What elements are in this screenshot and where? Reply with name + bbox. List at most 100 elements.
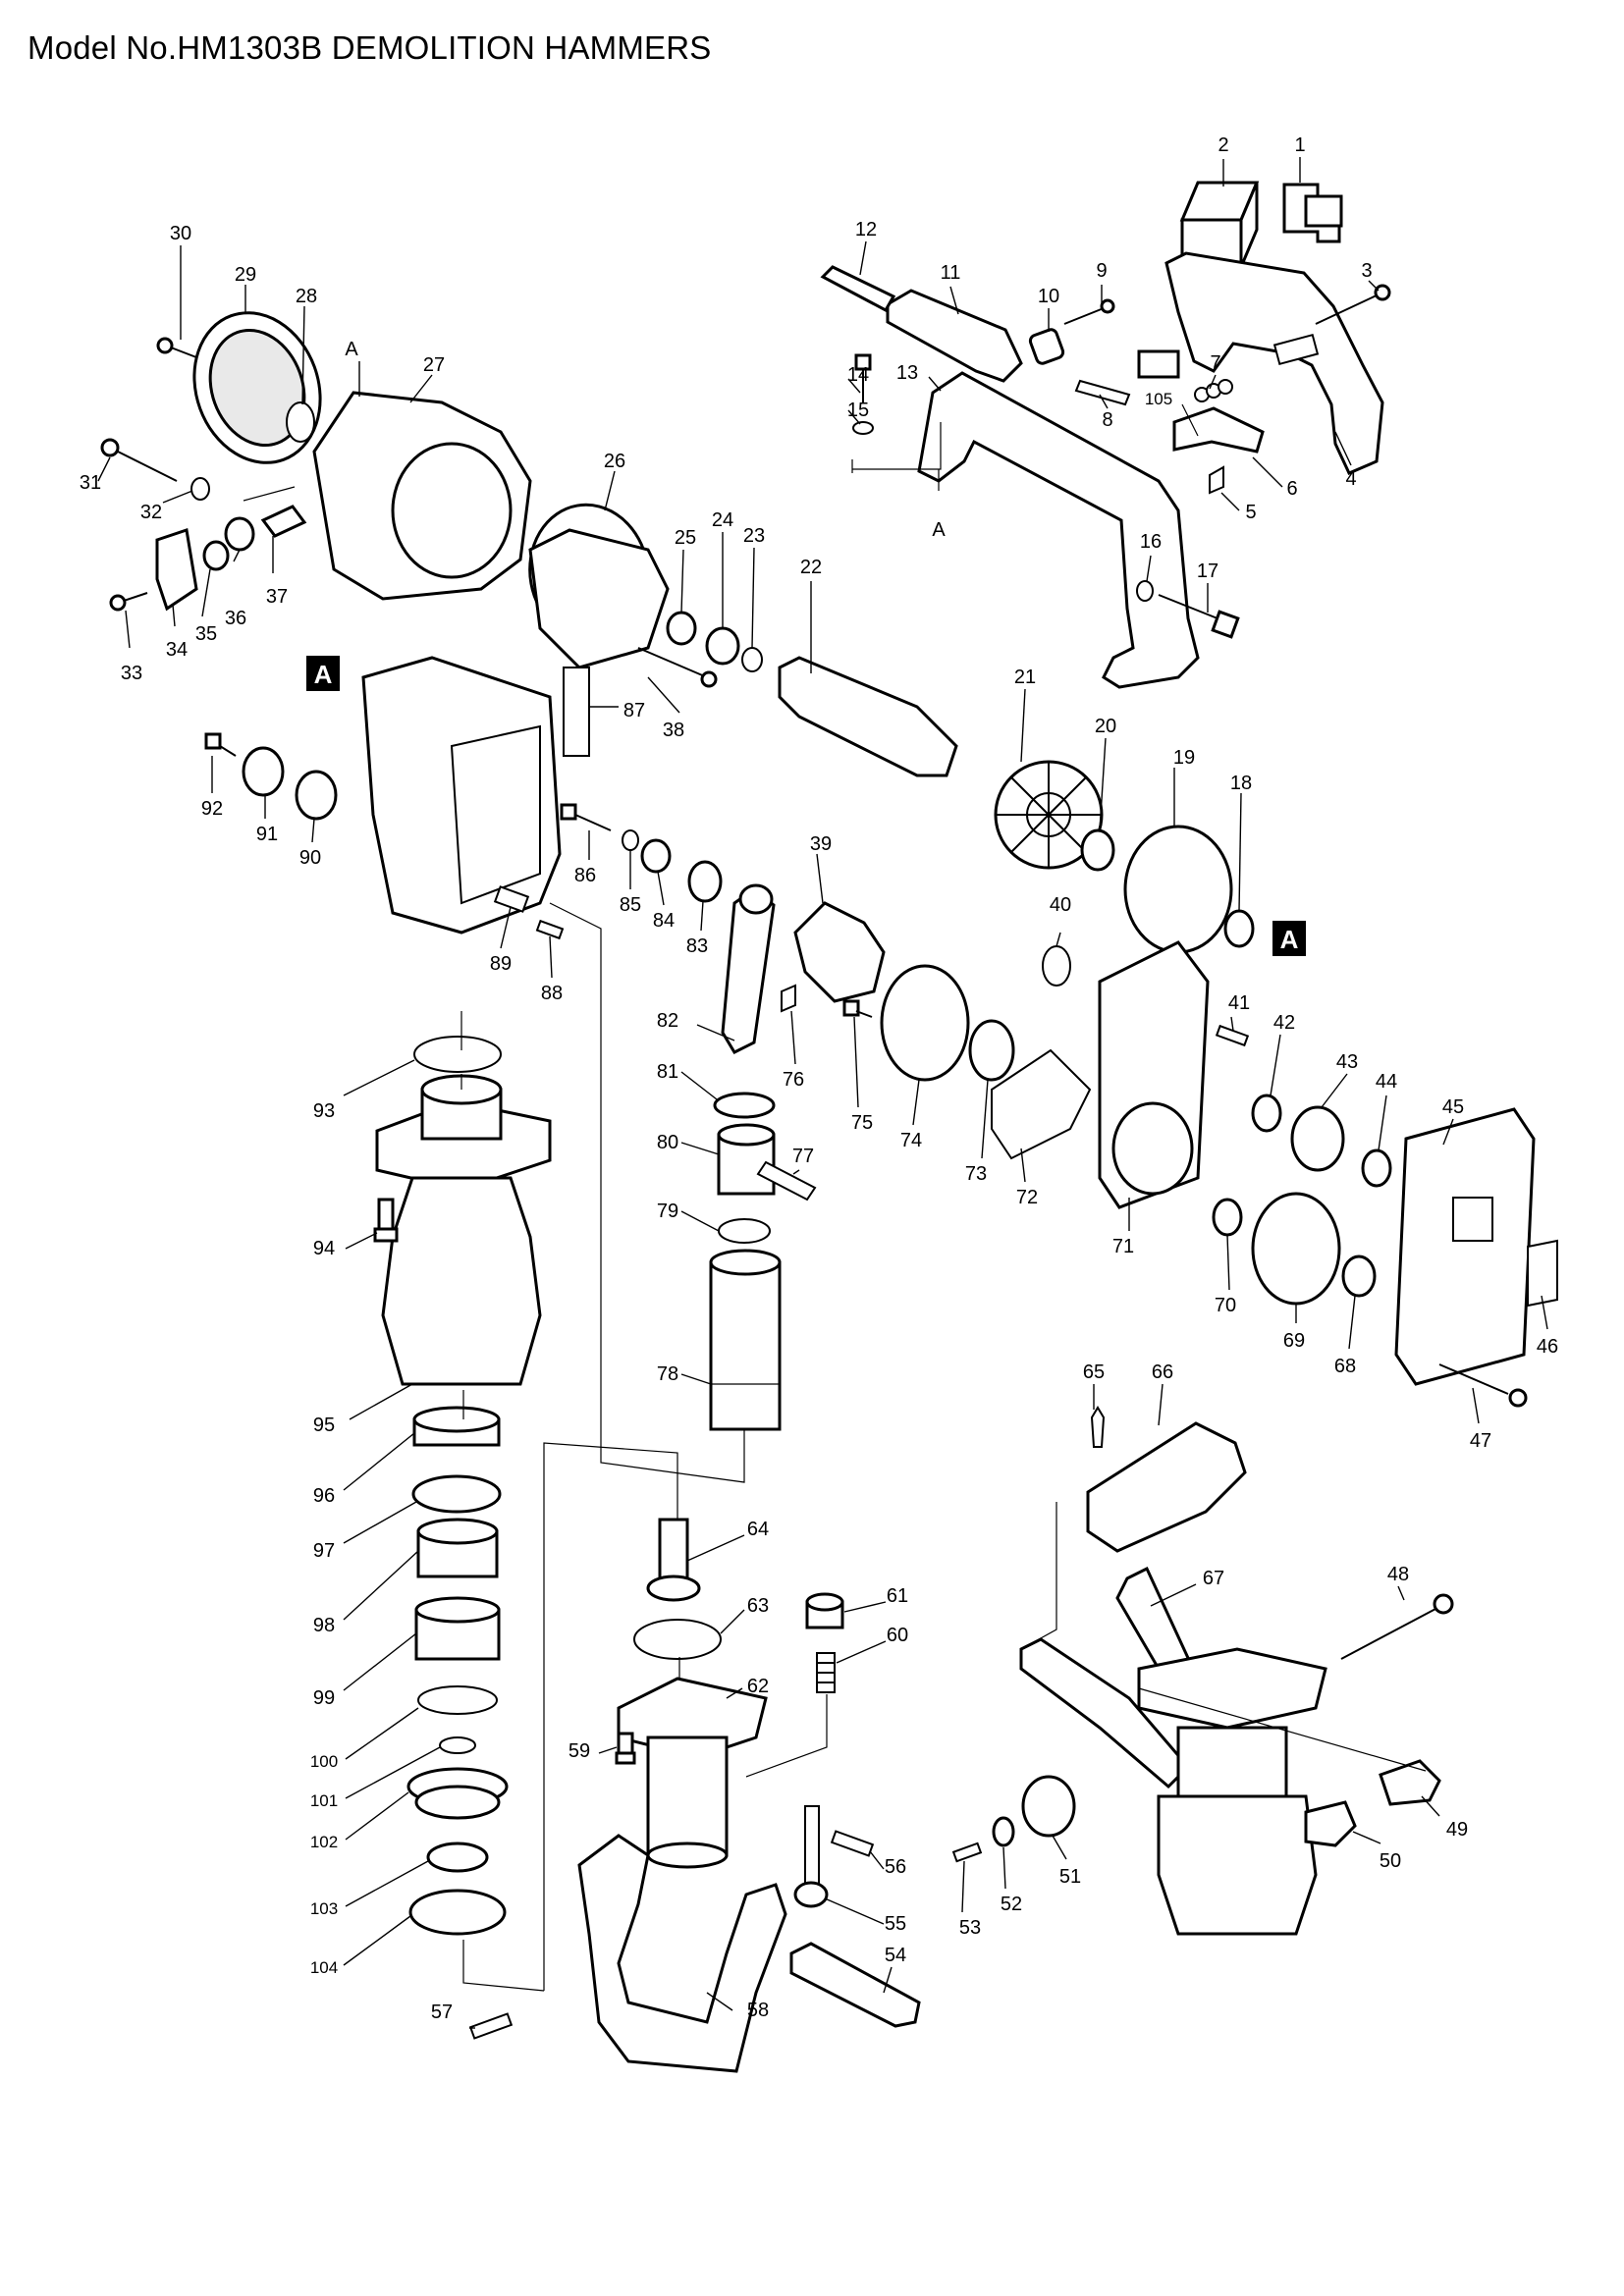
lever-part-55-shape xyxy=(793,1805,829,1908)
part-label-92: 92 xyxy=(201,798,223,820)
collar-part-61-shape xyxy=(805,1592,844,1629)
washer-part-32-shape xyxy=(190,477,210,501)
part-label-74: 74 xyxy=(900,1130,922,1151)
part-label-34: 34 xyxy=(166,639,188,661)
part-label-19: 19 xyxy=(1173,747,1195,769)
ring-part-28-shape xyxy=(286,401,315,443)
connecting-rod-part-82-shape xyxy=(721,887,776,1054)
wing-nut-part-51-shape xyxy=(1021,1775,1076,1838)
part-label-73: 73 xyxy=(965,1163,987,1185)
part-label-80: 80 xyxy=(657,1132,678,1153)
part-label-32: 32 xyxy=(140,502,162,523)
part-label-11: 11 xyxy=(941,262,961,284)
cord-part-12-shape xyxy=(820,265,896,313)
gear-part-69-shape xyxy=(1251,1192,1341,1306)
part-label-100: 100 xyxy=(310,1752,338,1771)
part-label-99: 99 xyxy=(313,1687,335,1709)
switch-part-1-shape xyxy=(1282,183,1343,243)
part-label-89: 89 xyxy=(490,953,512,975)
ref-box-a-right xyxy=(1272,921,1306,956)
boot-part-66-shape xyxy=(1086,1421,1247,1553)
ref-a-top-left: A xyxy=(345,339,358,360)
part-label-66: 66 xyxy=(1152,1362,1173,1383)
part-label-41: 41 xyxy=(1228,992,1250,1014)
part-label-3: 3 xyxy=(1361,260,1372,282)
part-label-46: 46 xyxy=(1537,1336,1558,1358)
screw-part-31-shape xyxy=(100,438,178,482)
cylinder-group xyxy=(709,1092,817,1431)
cord-guard-part-11-shape xyxy=(886,289,1023,383)
lever-part-6-shape xyxy=(1172,406,1265,454)
baffle-part-25-shape xyxy=(666,611,697,646)
part-label-63: 63 xyxy=(747,1595,769,1617)
screw-part-9-shape xyxy=(1063,298,1115,325)
o-ring-part-93-shape xyxy=(413,1036,502,1073)
pin-part-88-shape xyxy=(535,919,565,940)
tool-holder-part-62-shape xyxy=(617,1677,768,1869)
part-label-10: 10 xyxy=(1038,286,1059,307)
part-label-84: 84 xyxy=(653,910,675,932)
reference-marks: A A A A xyxy=(314,339,1299,954)
screw-part-38-shape xyxy=(637,647,718,688)
cap-part-35-shape xyxy=(202,540,230,571)
part-number-labels: 1 2 3 4 5 6 7 8 9 10 11 12 13 14 15 16 1… xyxy=(80,134,1558,2023)
part-label-91: 91 xyxy=(256,824,278,845)
part-label-71: 71 xyxy=(1112,1236,1134,1257)
part-label-28: 28 xyxy=(296,286,317,307)
bearing-part-18-shape xyxy=(1223,909,1255,948)
part-label-12: 12 xyxy=(855,219,877,240)
part-label-105: 105 xyxy=(1145,390,1172,408)
barrel-flange-part-94-95-shape xyxy=(375,1074,552,1386)
pin-part-77-shape xyxy=(756,1160,817,1201)
screw-part-75-shape xyxy=(842,999,873,1018)
washer-part-85-shape xyxy=(622,829,639,851)
side-handle-group xyxy=(951,1406,1454,1936)
holder-part-102-shape xyxy=(406,1767,509,1820)
pin-part-65-shape xyxy=(1090,1406,1106,1448)
o-ring-part-79-shape xyxy=(718,1218,771,1244)
part-label-5: 5 xyxy=(1245,502,1256,523)
lever-part-54-shape xyxy=(789,1942,921,2028)
part-label-83: 83 xyxy=(686,935,708,957)
crank-part-39-shape xyxy=(793,901,886,1003)
part-label-103: 103 xyxy=(310,1899,338,1918)
part-label-59: 59 xyxy=(568,1740,590,1762)
bearing-part-68-shape xyxy=(1341,1255,1377,1298)
part-label-50: 50 xyxy=(1380,1850,1401,1872)
part-label-27: 27 xyxy=(423,354,445,376)
retainer-part-74-shape xyxy=(880,964,970,1082)
part-label-54: 54 xyxy=(885,1945,906,1966)
part-label-57: 57 xyxy=(431,2002,453,2023)
part-label-33: 33 xyxy=(121,663,142,684)
part-label-21: 21 xyxy=(1014,667,1036,688)
part-label-15: 15 xyxy=(847,400,869,421)
label-part-87-shape xyxy=(563,667,590,757)
screw-part-53-shape xyxy=(951,1842,983,1863)
part-label-44: 44 xyxy=(1376,1071,1397,1093)
part-label-65: 65 xyxy=(1083,1362,1105,1383)
part-label-14: 14 xyxy=(847,364,869,386)
part-label-64: 64 xyxy=(747,1519,769,1540)
part-105-shape xyxy=(1137,349,1180,379)
part-label-4: 4 xyxy=(1345,468,1356,490)
o-ring-part-63-shape xyxy=(633,1619,722,1660)
ref-a-handle: A xyxy=(932,519,946,541)
bolt-part-48-shape xyxy=(1340,1593,1454,1660)
ring-part-84-shape xyxy=(640,838,672,874)
part-label-37: 37 xyxy=(266,586,288,608)
spring-part-60-shape xyxy=(816,1652,836,1693)
fan-part-21-shape xyxy=(994,760,1104,870)
ring-part-23-shape xyxy=(741,647,763,672)
part-label-93: 93 xyxy=(313,1100,335,1122)
part-label-90: 90 xyxy=(299,847,321,869)
part-label-13: 13 xyxy=(896,362,918,384)
washer-part-15-shape xyxy=(852,421,874,435)
label-part-46-shape xyxy=(1527,1239,1558,1308)
part-label-67: 67 xyxy=(1203,1568,1224,1589)
part-label-94: 94 xyxy=(313,1238,335,1259)
bolt-part-47-shape xyxy=(1438,1363,1528,1408)
baffle-plate-part-19-shape xyxy=(1123,825,1233,954)
part-label-97: 97 xyxy=(313,1540,335,1562)
part-label-79: 79 xyxy=(657,1201,678,1222)
